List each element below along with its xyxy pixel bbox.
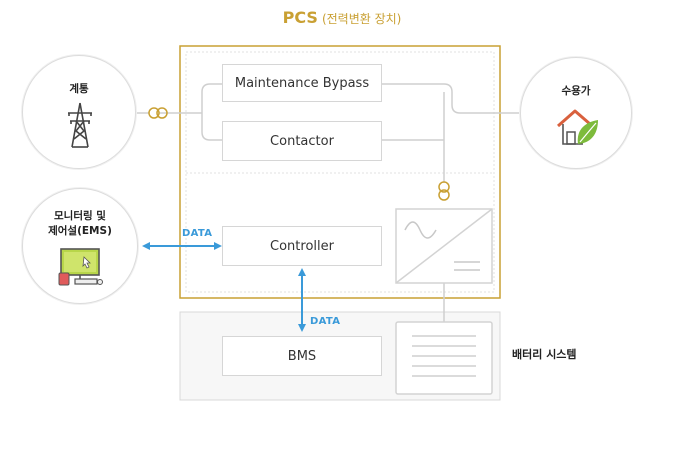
inverter-icon — [395, 208, 493, 284]
consumer-node: 수용가 — [520, 57, 632, 169]
battery-rack-icon — [395, 321, 493, 395]
transformer-vertical-icon — [438, 181, 450, 201]
pcs-title-main: PCS — [282, 8, 318, 27]
transformer-icon — [148, 107, 168, 119]
monitor-icon — [58, 248, 103, 286]
grid-node: 계통 — [22, 55, 136, 169]
ems-label-line1: 모니터링 및 — [54, 210, 106, 222]
bypass-branch-left — [201, 83, 222, 141]
ems-label-line2: 제어설(EMS) — [48, 225, 112, 237]
consumer-label: 수용가 — [561, 85, 591, 97]
data-label-left: DATA — [182, 228, 213, 239]
data-label-down: DATA — [310, 316, 341, 327]
ems-node: 모니터링 및 제어설(EMS) — [22, 188, 138, 304]
pcs-title-sub: (전력변환 장치) — [321, 12, 402, 26]
pcs-inner-dotted — [185, 51, 495, 293]
battery-system-label: 배터리 시스템 — [512, 348, 577, 361]
maintenance-bypass-box: Maintenance Bypass — [222, 64, 382, 102]
bypass-branch-right — [382, 83, 520, 114]
transmission-tower-icon — [68, 102, 92, 148]
pcs-title: PCS(전력변환 장치) — [0, 8, 684, 27]
grid-label: 계통 — [69, 83, 89, 95]
controller-box: Controller — [222, 226, 382, 266]
contactor-box: Contactor — [222, 121, 382, 161]
bms-box: BMS — [222, 336, 382, 376]
house-leaf-icon — [557, 109, 598, 145]
